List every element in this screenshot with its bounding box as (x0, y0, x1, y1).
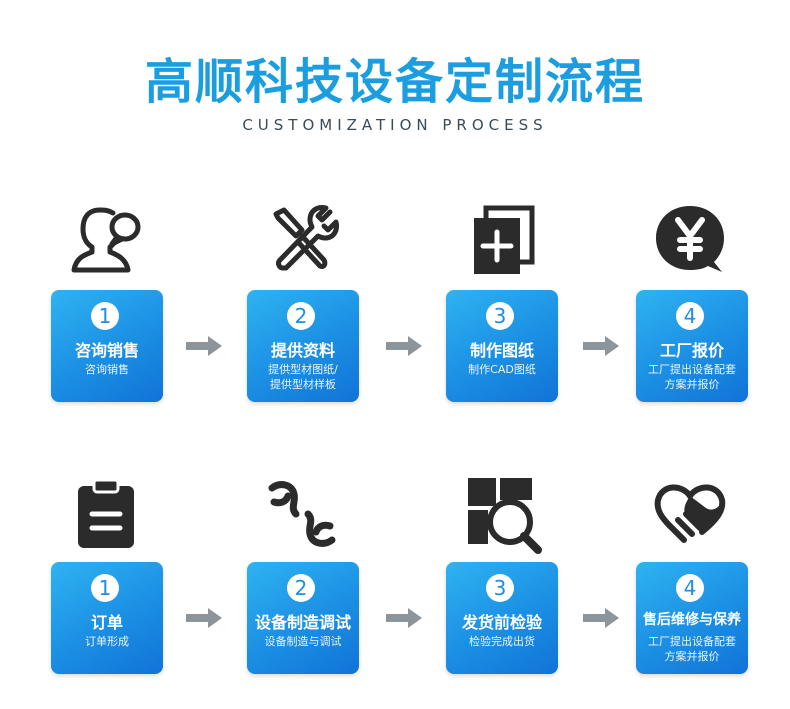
step-label: 订单 (90, 613, 123, 632)
step-card-make-drawings: 3 制作图纸 制作CAD图纸 (446, 290, 558, 402)
document-plus-icon (474, 205, 535, 274)
step-description: 工厂提出设备配套 方案并报价 (648, 635, 736, 663)
step-label: 设备制造调试 (254, 613, 351, 632)
page-subtitle: CUSTOMIZATION PROCESS (242, 116, 548, 134)
step-description: 订单形成 (85, 635, 129, 648)
handshake-heart-icon (654, 484, 726, 543)
step-number-badge: 3 (486, 302, 514, 330)
step-card-consult-sales: 1 咨询销售 咨询销售 (51, 290, 163, 402)
step-number-badge: 4 (676, 302, 704, 330)
yen-bubble-icon (656, 206, 724, 272)
step-card-pre-shipment-inspection: 3 发货前检验 检验完成出货 (446, 562, 558, 674)
arrow-right-icon (386, 336, 422, 356)
step-number-badge: 2 (287, 302, 315, 330)
arrow-right-icon (186, 608, 222, 628)
step-number-badge: 4 (676, 574, 704, 602)
wrench-screwdriver-icon (273, 205, 339, 271)
clipboard-icon (78, 478, 134, 548)
step-description: 咨询销售 (85, 363, 129, 376)
arrow-right-icon (386, 608, 422, 628)
step-label: 工厂报价 (659, 341, 724, 360)
step-number-badge: 2 (287, 574, 315, 602)
step-card-after-sales: 4 售后维修与保养 工厂提出设备配套 方案并报价 (636, 562, 748, 674)
step-description: 制作CAD图纸 (468, 363, 536, 376)
step-label: 制作图纸 (469, 341, 534, 360)
step-card-order: 1 订单 订单形成 (51, 562, 163, 674)
step-label: 售后维修与保养 (643, 612, 741, 628)
arrow-right-icon (583, 608, 619, 628)
inspection-magnifier-icon (468, 478, 542, 554)
step-label: 提供资料 (270, 341, 335, 360)
step-number-badge: 3 (486, 574, 514, 602)
step-label: 咨询销售 (74, 341, 139, 360)
double-wrench-icon (268, 481, 336, 547)
step-card-factory-quote: 4 工厂报价 工厂提出设备配套 方案并报价 (636, 290, 748, 402)
step-card-provide-materials: 2 提供资料 提供型材图纸/ 提供型材样板 (247, 290, 359, 402)
arrow-right-icon (186, 336, 222, 356)
arrow-right-icon (583, 336, 619, 356)
user-chat-icon (71, 207, 141, 273)
page-title: 高顺科技设备定制流程 (144, 54, 645, 110)
step-description: 工厂提出设备配套 方案并报价 (648, 363, 736, 391)
step-card-manufacture-debug: 2 设备制造调试 设备制造与调试 (247, 562, 359, 674)
step-number-badge: 1 (91, 574, 119, 602)
step-description: 设备制造与调试 (264, 635, 342, 648)
step-description: 检验完成出货 (469, 635, 535, 648)
step-number-badge: 1 (91, 302, 119, 330)
step-label: 发货前检验 (461, 613, 542, 632)
step-description: 提供型材图纸/ 提供型材样板 (268, 363, 338, 391)
